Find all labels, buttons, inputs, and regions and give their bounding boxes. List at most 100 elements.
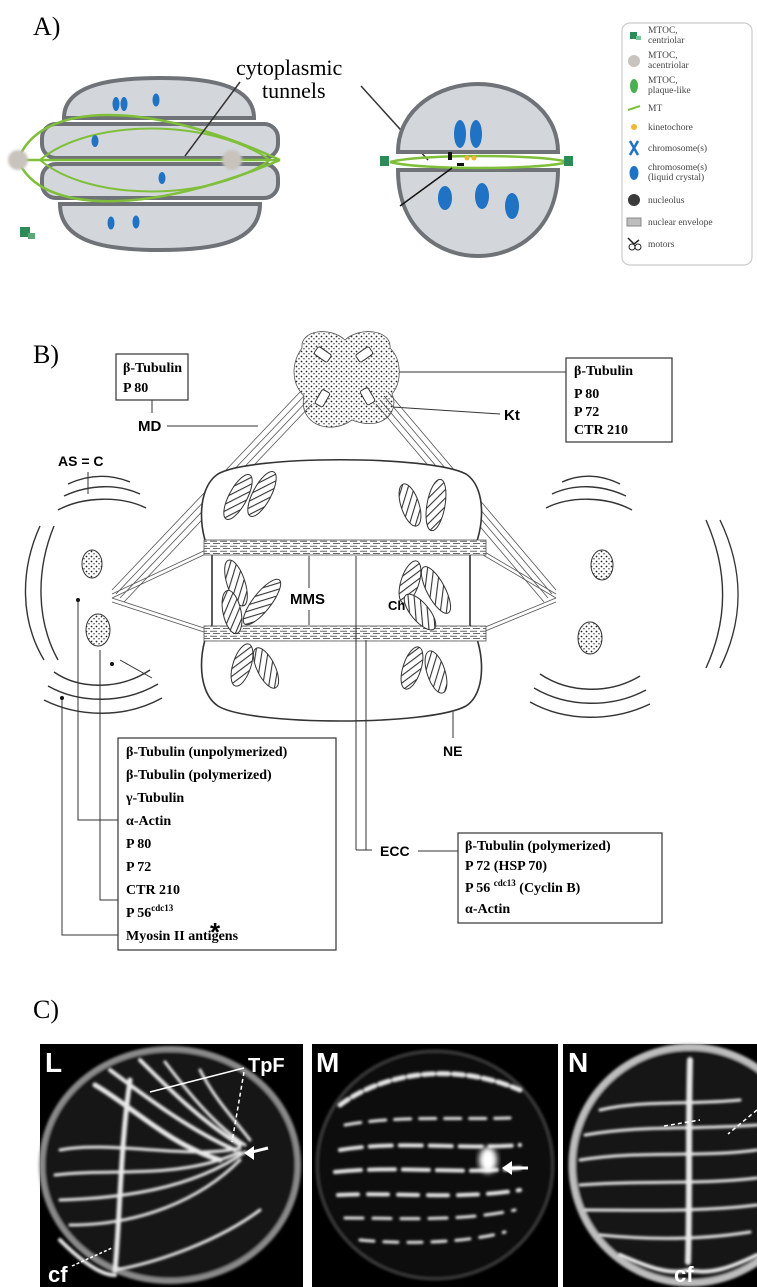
callout-line xyxy=(377,405,501,415)
micrograph-letter: M xyxy=(316,1047,339,1078)
chromosomes xyxy=(221,471,452,694)
micrograph-m: M xyxy=(312,1044,558,1287)
kinetochore-cluster xyxy=(293,331,400,428)
left-golgi xyxy=(24,475,163,714)
legend-label: nucleolus xyxy=(648,196,685,206)
mtoc-centriolar-icon xyxy=(380,156,389,166)
arrow-icon xyxy=(502,1161,512,1175)
chromosome-icon xyxy=(120,97,128,111)
legend-label: chromosome(s) xyxy=(648,143,707,154)
box-line: P 80 xyxy=(574,387,599,402)
ne-label: NE xyxy=(443,743,462,759)
chromosome-icon xyxy=(107,216,115,230)
legend-label: nuclear envelope xyxy=(648,218,713,228)
mtoc-centriolar-icon xyxy=(20,227,30,237)
chromosome-icon xyxy=(158,172,166,184)
tpf-pointer xyxy=(149,1067,245,1093)
ecc-antigen-box xyxy=(457,832,663,924)
box-line: Myosin II antigens xyxy=(126,929,239,944)
chromosome-icon xyxy=(475,183,489,209)
box-line: β-Tubulin (polymerized) xyxy=(465,839,611,854)
box-line: β-Tubulin (polymerized) xyxy=(126,768,272,783)
micrograph-n: N cf xyxy=(563,1043,757,1287)
kt-label: Kt xyxy=(504,407,520,424)
central-nucleus: MMS Ch NE xyxy=(200,458,487,759)
right-dividing-nucleus xyxy=(380,81,573,259)
as-antigen-list: β-Tubulin (unpolymerized) β-Tubulin (poly… xyxy=(125,745,288,944)
microtubule xyxy=(389,154,569,164)
micrograph-l: L TpF cf xyxy=(39,1044,303,1287)
spindle-bundle xyxy=(203,539,487,556)
box-line: β-Tubulin (unpolymerized) xyxy=(126,745,288,760)
cf-label: cf xyxy=(674,1262,694,1287)
kinetochore-icon xyxy=(464,155,470,161)
as-leader-lines xyxy=(61,602,153,936)
box-line: γ-Tubulin xyxy=(125,791,184,806)
left-vesicle xyxy=(85,613,111,647)
superscript: cdc13 xyxy=(151,903,173,913)
box-line: α-Actin xyxy=(126,814,171,829)
left-vesicle xyxy=(81,549,103,579)
mtoc-acentriolar-icon xyxy=(222,150,242,170)
microtubule xyxy=(389,160,569,170)
box-line: α-Actin xyxy=(465,902,510,917)
mtoc-plaque-like-icon xyxy=(630,79,638,93)
cytoplasmic-tunnels-label: cytoplasmic xyxy=(236,55,343,80)
motors-icon xyxy=(627,237,642,251)
legend-label: MT xyxy=(648,104,662,114)
legend-label: acentriolar xyxy=(648,61,689,71)
chromosome-icon xyxy=(470,120,482,148)
motors-icon xyxy=(448,152,452,160)
nucleolus-icon xyxy=(628,194,640,206)
chromosome-icon xyxy=(112,97,120,111)
box-line: β-Tubulin xyxy=(574,364,633,379)
md-antigen-box xyxy=(115,353,189,401)
micrograph-letter: N xyxy=(568,1047,588,1078)
chromosome-icon xyxy=(152,93,160,107)
nucleus-lobe xyxy=(395,81,561,154)
asterisk: * xyxy=(210,917,221,947)
microtubule xyxy=(39,159,271,193)
nuclear-envelope-icon xyxy=(626,217,642,227)
ecc-label: ECC xyxy=(380,843,410,859)
mtoc-centriolar-icon xyxy=(630,32,641,40)
panel-c-label: C) xyxy=(33,995,59,1024)
mtoc-centriolar-icon xyxy=(564,156,573,166)
md-label: MD xyxy=(138,418,161,435)
legend-label: kinetochore xyxy=(648,123,693,133)
arrow-icon xyxy=(244,1146,254,1160)
chromosome-icon xyxy=(91,135,99,147)
panel-a: A) cytoplasmic tunnels xyxy=(8,12,753,266)
callout-line xyxy=(399,167,453,207)
mtoc-acentriolar-icon xyxy=(8,150,28,170)
legend-label: motors xyxy=(648,240,675,250)
superscript: cdc13 xyxy=(494,878,516,888)
legend-label: MTOC, xyxy=(648,51,678,61)
legend-label: MTOC, xyxy=(648,26,678,36)
legend-label: centriolar xyxy=(648,36,685,46)
cf-label: cf xyxy=(48,1262,68,1287)
panel-b-label: B) xyxy=(33,340,59,369)
callout-line xyxy=(184,81,241,157)
micrograph-letter: L xyxy=(45,1047,62,1078)
panel-c: C) L TpF xyxy=(33,995,757,1287)
left-dividing-nucleus xyxy=(8,75,281,253)
tpf-pointer xyxy=(231,1071,245,1143)
legend-label: plaque-like xyxy=(648,86,691,96)
legend: MTOC,centriolarMTOC,acentriolarMTOC,plaq… xyxy=(626,26,713,251)
nucleus-lobe xyxy=(57,202,263,253)
chromosome-icon xyxy=(628,140,640,156)
spindle-bundle xyxy=(203,625,487,642)
chromosome-liquid-crystal-icon xyxy=(629,166,639,180)
legend-label: chromosome(s) xyxy=(648,162,707,173)
microtubule xyxy=(39,127,271,161)
chromosome-icon xyxy=(505,193,519,219)
box-line: P 72 xyxy=(574,405,599,420)
box-line: P 72 (HSP 70) xyxy=(465,859,547,874)
legend-label: (liquid crystal) xyxy=(648,172,704,183)
legend-box xyxy=(621,22,753,266)
mtoc-acentriolar-icon xyxy=(628,55,640,67)
chromosome-icon xyxy=(438,186,452,210)
box-line: P 80 xyxy=(123,381,148,396)
